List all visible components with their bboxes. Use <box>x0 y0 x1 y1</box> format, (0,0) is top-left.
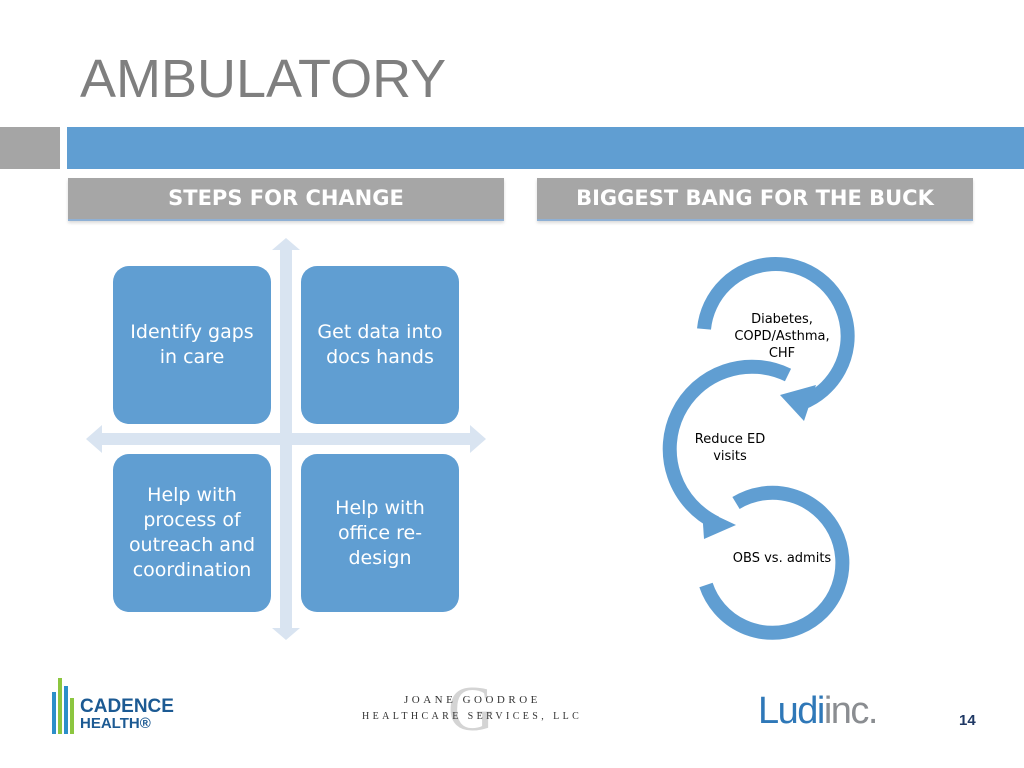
cadence-logo-line2: HEALTH® <box>80 715 151 732</box>
cadence-logo-line1: CADENCE <box>80 696 174 717</box>
tile-office-redesign-label: Help with office re-design <box>335 496 425 569</box>
cycle-label-diabetes: Diabetes, COPD/Asthma, CHF <box>734 312 830 361</box>
steps-header-label: STEPS FOR CHANGE <box>168 186 404 210</box>
cycle-arrow-bottom <box>699 485 850 640</box>
page-number: 14 <box>959 712 976 729</box>
joane-monogram: G <box>448 673 495 744</box>
cycle-arrow-middle <box>662 359 792 530</box>
joane-logo-line1: JOANE GOODROE <box>404 694 541 706</box>
bang-header: BIGGEST BANG FOR THE BUCK <box>537 178 973 221</box>
cycle-label-reduce-ed: Reduce ED visits <box>694 432 766 464</box>
bang-header-label: BIGGEST BANG FOR THE BUCK <box>576 186 934 210</box>
cycle-arrows-diagram <box>662 257 855 640</box>
tile-identify-gaps-label: Identify gaps in care <box>130 321 254 368</box>
ludi-inc-logo: Ludiinc. <box>758 690 879 733</box>
ludi-logo-suffix: inc. <box>823 690 879 732</box>
cycle-arrowhead-middle <box>702 509 736 539</box>
cycle-label-obs: OBS vs. admits <box>732 551 832 566</box>
slide-title: AMBULATORY <box>80 49 447 109</box>
cadence-health-logo: CADENCE HEALTH® <box>52 678 182 738</box>
cycle-arrowhead-top <box>780 385 816 421</box>
tile-get-data-label: Get data into docs hands <box>317 321 443 368</box>
title-band-gray <box>0 127 60 169</box>
joane-logo-line2: HEALTHCARE SERVICES, LLC <box>362 711 583 722</box>
title-band-blue <box>67 127 1024 169</box>
cadence-bars-icon <box>52 678 74 734</box>
cycle-arrow-top <box>697 257 855 410</box>
tile-get-data: Get data into docs hands <box>301 266 459 424</box>
tile-office-redesign: Help with office re-design <box>301 454 459 612</box>
joane-goodroe-logo: G JOANE GOODROE HEALTHCARE SERVICES, LLC <box>362 673 592 744</box>
ludi-logo-main: Ludi <box>758 690 825 732</box>
quadrant-cross-arrows <box>86 238 486 640</box>
tile-outreach: Help with process of outreach and coordi… <box>113 454 271 612</box>
tile-outreach-label: Help with process of outreach and coordi… <box>128 484 256 581</box>
steps-header: STEPS FOR CHANGE <box>68 178 504 221</box>
tile-identify-gaps: Identify gaps in care <box>113 266 271 424</box>
